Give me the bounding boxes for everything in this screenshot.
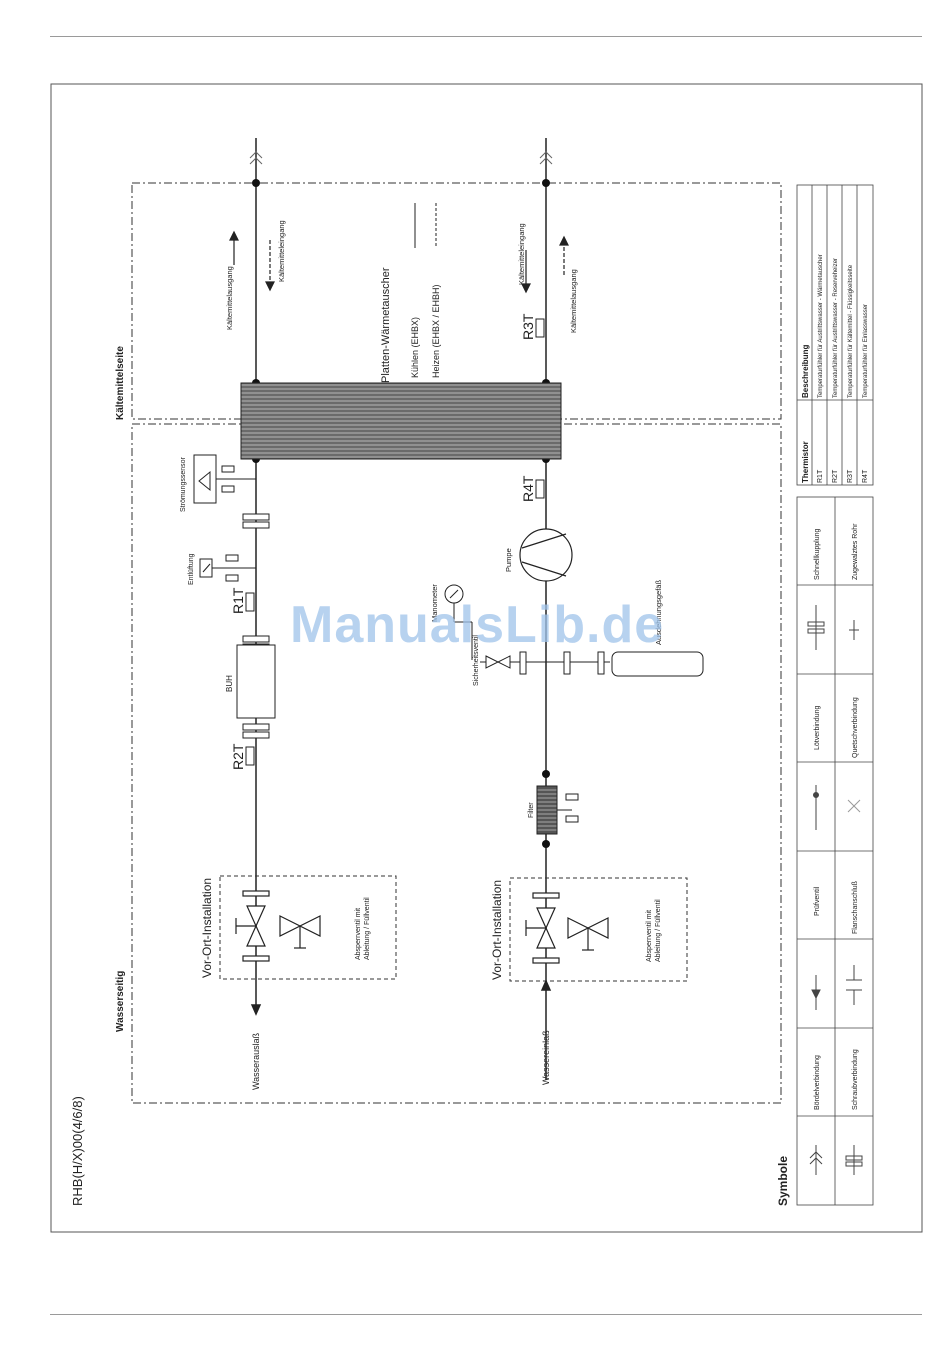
refrigerant-out-right-label: Kältemittelausgang (569, 269, 578, 333)
symbol-label-solder: Lötverbindung (814, 706, 821, 750)
symbol-label-flare: Bördelverbindung (814, 1055, 821, 1110)
filter-icon (536, 785, 579, 835)
r3t-sensor (535, 318, 545, 338)
water-flow-arrows (250, 979, 552, 1016)
onsite-installation-box-left (219, 875, 397, 980)
thermistor-row-id: R1T (817, 469, 824, 483)
flow-sensor-icon (193, 454, 256, 504)
vent-label: Entlüftung (188, 553, 195, 585)
expansion-vessel (611, 651, 704, 677)
thermistor-row-desc: Temperaturfühler für Austrittswasser - R… (833, 258, 839, 398)
thermistor-row-id: R4T (862, 469, 869, 483)
shutoff-valve-icon (525, 892, 609, 964)
refrigerant-in-right-label: Kältemitteleingang (517, 223, 526, 285)
model-title: RHB(H/X)00(4/6/8) (70, 1096, 85, 1206)
water-in-label: Wassereinlaß (541, 1030, 551, 1085)
valve-desc-left-2: Ableitung / Füllventil (364, 897, 371, 960)
thermistor-row-id: R2T (832, 469, 839, 483)
filter-label: Filter (528, 802, 535, 818)
thermistor-header-id: Thermistor (801, 441, 810, 483)
symbol-label-check: Prüfventil (814, 886, 821, 916)
manometer-icon (444, 584, 473, 660)
pump-label: Pumpe (504, 548, 513, 572)
symbol-label-screw: Schraubverbindung (852, 1049, 859, 1110)
symbol-label-crimp: Quetschverbindung (852, 697, 859, 758)
r1t-label: R1T (230, 587, 246, 614)
exchanger-title: Platten-Wärmetauscher (380, 267, 392, 383)
water-side-label: Wasserseitig (115, 971, 126, 1032)
top-rule (50, 36, 922, 37)
refrigerant-out-left-label: Kältemittelausgang (225, 266, 234, 330)
thermistor-row-desc: Temperaturfühler für Austrittswasser - W… (818, 254, 824, 398)
onsite-label-right: Vor-Ort-Installation (490, 880, 504, 980)
water-out-label: Wasserauslaß (251, 1032, 261, 1090)
valve-desc-right-2: Ableitung / Füllventil (655, 899, 662, 962)
plate-heat-exchanger (240, 382, 562, 460)
manometer-label: Manometer (430, 584, 439, 622)
flow-sensor-label: Strömungssensor (180, 456, 187, 512)
safety-valve-label: Sicherheitsventil (473, 635, 480, 686)
page-frame (50, 83, 923, 1233)
r1t-sensor (245, 592, 255, 612)
solder-joint-dots (252, 179, 550, 848)
thermistor-row-id: R3T (847, 469, 854, 483)
refrigerant-side-region (131, 182, 782, 420)
vent-icon (199, 554, 256, 582)
r3t-label: R3T (520, 313, 536, 340)
buh-label: BUH (225, 675, 234, 692)
thermistor-row-desc: Temperaturfühler für Kältemittel - Flüss… (848, 264, 854, 398)
pump-icon (519, 528, 573, 582)
thermistor-row-desc: Temperaturfühler für Einlasswasser (863, 304, 869, 398)
watermark: ManualsLib.de (290, 596, 665, 654)
symbols-title: Symbole (776, 1156, 790, 1206)
symbol-label-rolled: Zugewalztes Rohr (852, 523, 859, 580)
symbol-label-flange: Flanschanschluß (852, 881, 859, 934)
symbols-table (796, 496, 874, 1206)
exchanger-heating-legend: Heizen (EHBX / EHBH) (431, 284, 441, 378)
thermistor-table (796, 184, 874, 486)
bottom-rule (50, 1314, 922, 1315)
valve-desc-left-1: Absperrventil mit (355, 908, 362, 960)
buh-backup-heater (236, 644, 276, 719)
refrigerant-in-left-label: Kältemitteleingang (277, 220, 286, 282)
flare-connection-icon (249, 151, 553, 165)
symbol-glyphs (807, 605, 863, 1175)
r4t-label: R4T (520, 475, 536, 502)
valve-desc-right-1: Absperrventil mit (646, 910, 653, 962)
r2t-sensor (245, 746, 255, 766)
safety-valve-branch (480, 651, 610, 675)
refrigerant-side-label: Kältemittelseite (115, 346, 126, 420)
shutoff-valve-icon (235, 890, 321, 962)
refrigerant-flow-arrows-left (229, 230, 569, 294)
expansion-vessel-label: Ausdehnungsgefäß (654, 580, 663, 645)
thermistor-header-desc: Beschreibung (801, 345, 810, 398)
symbol-label-quick: Schnellkupplung (814, 529, 821, 580)
r4t-sensor (535, 479, 545, 499)
exchanger-cooling-legend: Kühlen (EHBX) (410, 317, 420, 378)
onsite-label-left: Vor-Ort-Installation (200, 878, 214, 978)
r2t-label: R2T (230, 743, 246, 770)
